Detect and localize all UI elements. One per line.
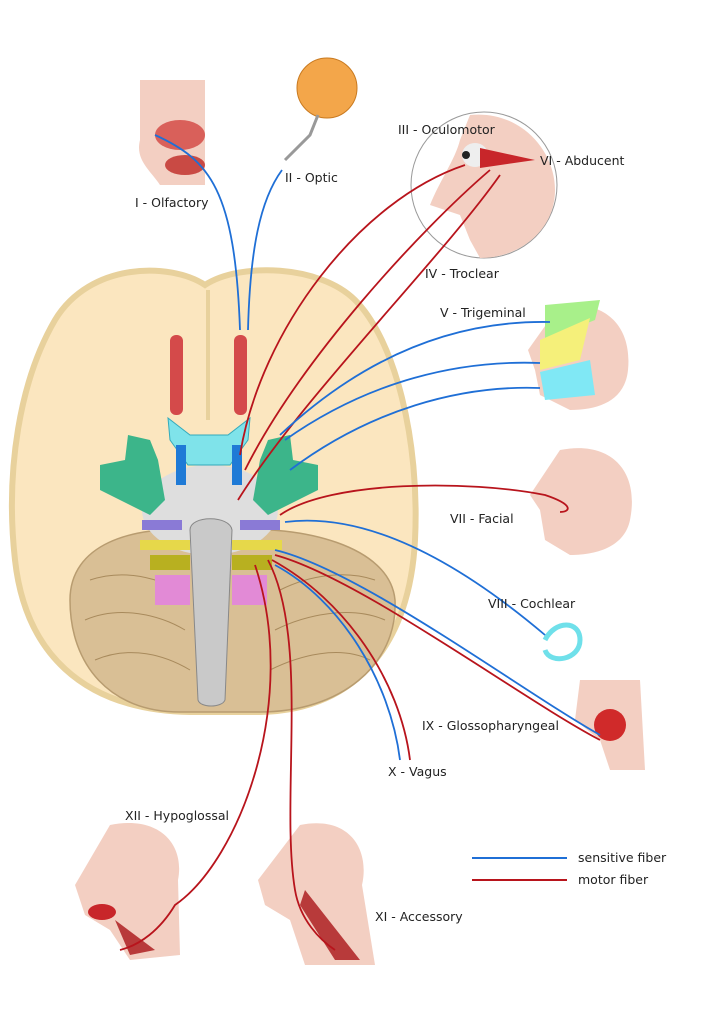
accessory-nerve (267, 559, 336, 951)
legend-motor-label: motor fiber (578, 872, 649, 887)
troclear-nerve (244, 169, 491, 471)
hypoglossal-root-left (155, 575, 190, 605)
legend: sensitive fiber motor fiber (472, 850, 667, 887)
brainstem (189, 518, 233, 707)
vagus-root-left (150, 555, 190, 570)
vagus-nerve-motor (271, 559, 411, 761)
oculomotor-nerve (239, 164, 466, 456)
label-accessory: XI - Accessory (375, 909, 463, 924)
legend-sensitive-label: sensitive fiber (578, 850, 667, 865)
trigeminal-head (528, 300, 629, 410)
trigeminal-root-left (142, 520, 182, 530)
hypoglossal-nerve (119, 564, 272, 951)
hypoglossal-root-right (232, 575, 267, 605)
vagus-nerve-sensory (274, 564, 401, 761)
label-troclear: IV - Troclear (425, 266, 500, 281)
glossopharyngeal-nerve-motor (274, 554, 601, 741)
label-cochlear: VIII - Cochlear (488, 596, 576, 611)
facial-root-right (232, 540, 282, 550)
nerve-labels: I - Olfactory II - Optic III - Oculomoto… (125, 122, 625, 924)
nerve-fibers (119, 134, 601, 951)
trigeminal-root-right (240, 520, 280, 530)
olfactory-bulb-right (234, 335, 247, 415)
nose-illustration (139, 80, 205, 185)
label-abducent: VI - Abducent (540, 153, 625, 168)
label-olfactory: I - Olfactory (135, 195, 209, 210)
facial-nerve (279, 484, 569, 516)
olfactory-nerve (154, 134, 241, 331)
hypoglossal-head (75, 823, 180, 960)
cochlear-nerve (284, 519, 546, 636)
facial-root-left (140, 540, 190, 550)
label-oculomotor: III - Oculomotor (398, 122, 496, 137)
throat-illustration (575, 680, 645, 770)
vagus-root-right (232, 555, 272, 570)
label-hypoglossal: XII - Hypoglossal (125, 808, 229, 823)
glossopharyngeal-nerve-sensory (274, 549, 601, 736)
label-optic: II - Optic (285, 170, 338, 185)
pons (142, 465, 278, 555)
eye-illustration (283, 57, 358, 162)
facial-head (530, 448, 632, 555)
optic-nerve (247, 169, 283, 331)
optic-tract-right (232, 445, 242, 485)
optic-tract-left (176, 445, 186, 485)
trigeminal-nerve-v3 (289, 386, 541, 471)
temporal-lobe-left (100, 435, 165, 515)
label-facial: VII - Facial (450, 511, 514, 526)
trigeminal-nerve-v2 (284, 361, 541, 441)
label-trigeminal: V - Trigeminal (440, 305, 526, 320)
trigeminal-nerve-v1 (279, 321, 551, 436)
brain (8, 267, 419, 715)
label-glossopharyngeal: IX - Glossopharyngeal (422, 718, 559, 733)
abducent-nerve (237, 174, 501, 501)
accessory-head (258, 823, 375, 965)
cochlea-illustration (542, 622, 583, 662)
olfactory-bulb-left (170, 335, 183, 415)
label-vagus: X - Vagus (388, 764, 447, 779)
